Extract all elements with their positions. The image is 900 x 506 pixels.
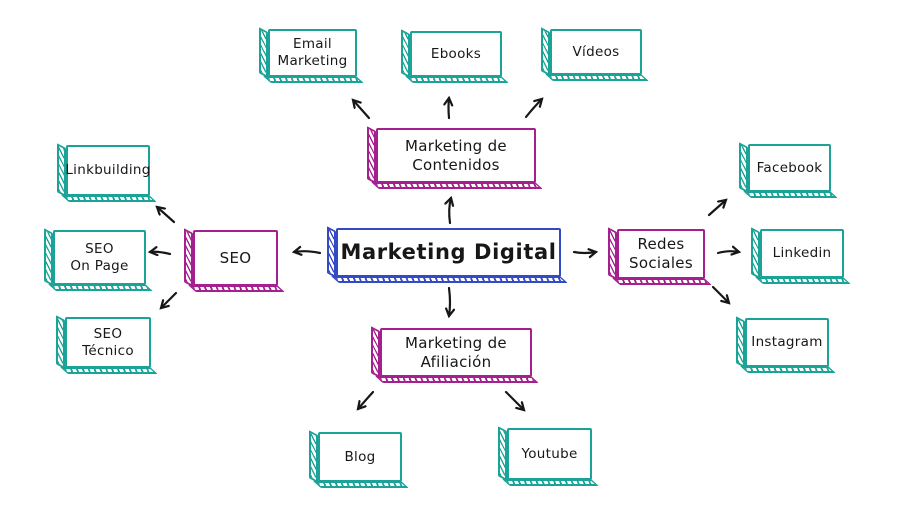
arrow-redes-to-instagram: [711, 285, 729, 303]
node-linkbuilding: Linkbuilding: [65, 145, 150, 196]
arrow-center-to-contenidos: [449, 198, 451, 225]
arrow-contenidos-to-videos: [524, 99, 542, 119]
node-blog: Blog: [318, 432, 402, 482]
arrow-seo-to-seo-tecnico: [161, 291, 178, 308]
node-seo-on-page: SEO On Page: [53, 230, 146, 285]
node-email-marketing: Email Marketing: [268, 29, 357, 77]
arrow-seo-to-seo-on-page: [150, 252, 172, 254]
arrow-afiliacion-to-blog: [358, 390, 375, 409]
arrow-contenidos-to-email-marketing: [353, 100, 371, 120]
arrow-redes-to-facebook: [707, 200, 726, 217]
arrow-center-to-seo: [294, 251, 322, 253]
arrow-afiliacion-to-youtube: [504, 390, 524, 410]
node-marketing-de-contenidos: Marketing de Contenidos: [376, 128, 536, 183]
node-marketing-digital: Marketing Digital: [336, 228, 561, 277]
node-seo: SEO: [193, 230, 278, 286]
arrow-center-to-afiliacion: [449, 286, 450, 316]
node-marketing-de-afiliacion: Marketing de Afiliación: [380, 328, 532, 377]
arrow-redes-to-linkedin: [716, 251, 739, 253]
node-linkedin: Linkedin: [760, 229, 844, 278]
node-youtube: Youtube: [507, 428, 592, 480]
node-redes-sociales: Redes Sociales: [617, 229, 705, 279]
node-seo-tecnico: SEO Técnico: [65, 317, 151, 368]
node-instagram: Instagram: [745, 318, 829, 367]
node-facebook: Facebook: [748, 144, 831, 192]
node-videos: Vídeos: [550, 29, 642, 75]
node-ebooks: Ebooks: [410, 31, 502, 77]
arrow-seo-to-linkbuilding: [157, 207, 176, 224]
arrow-contenidos-to-ebooks: [449, 98, 450, 120]
arrow-center-to-redes: [572, 252, 596, 253]
